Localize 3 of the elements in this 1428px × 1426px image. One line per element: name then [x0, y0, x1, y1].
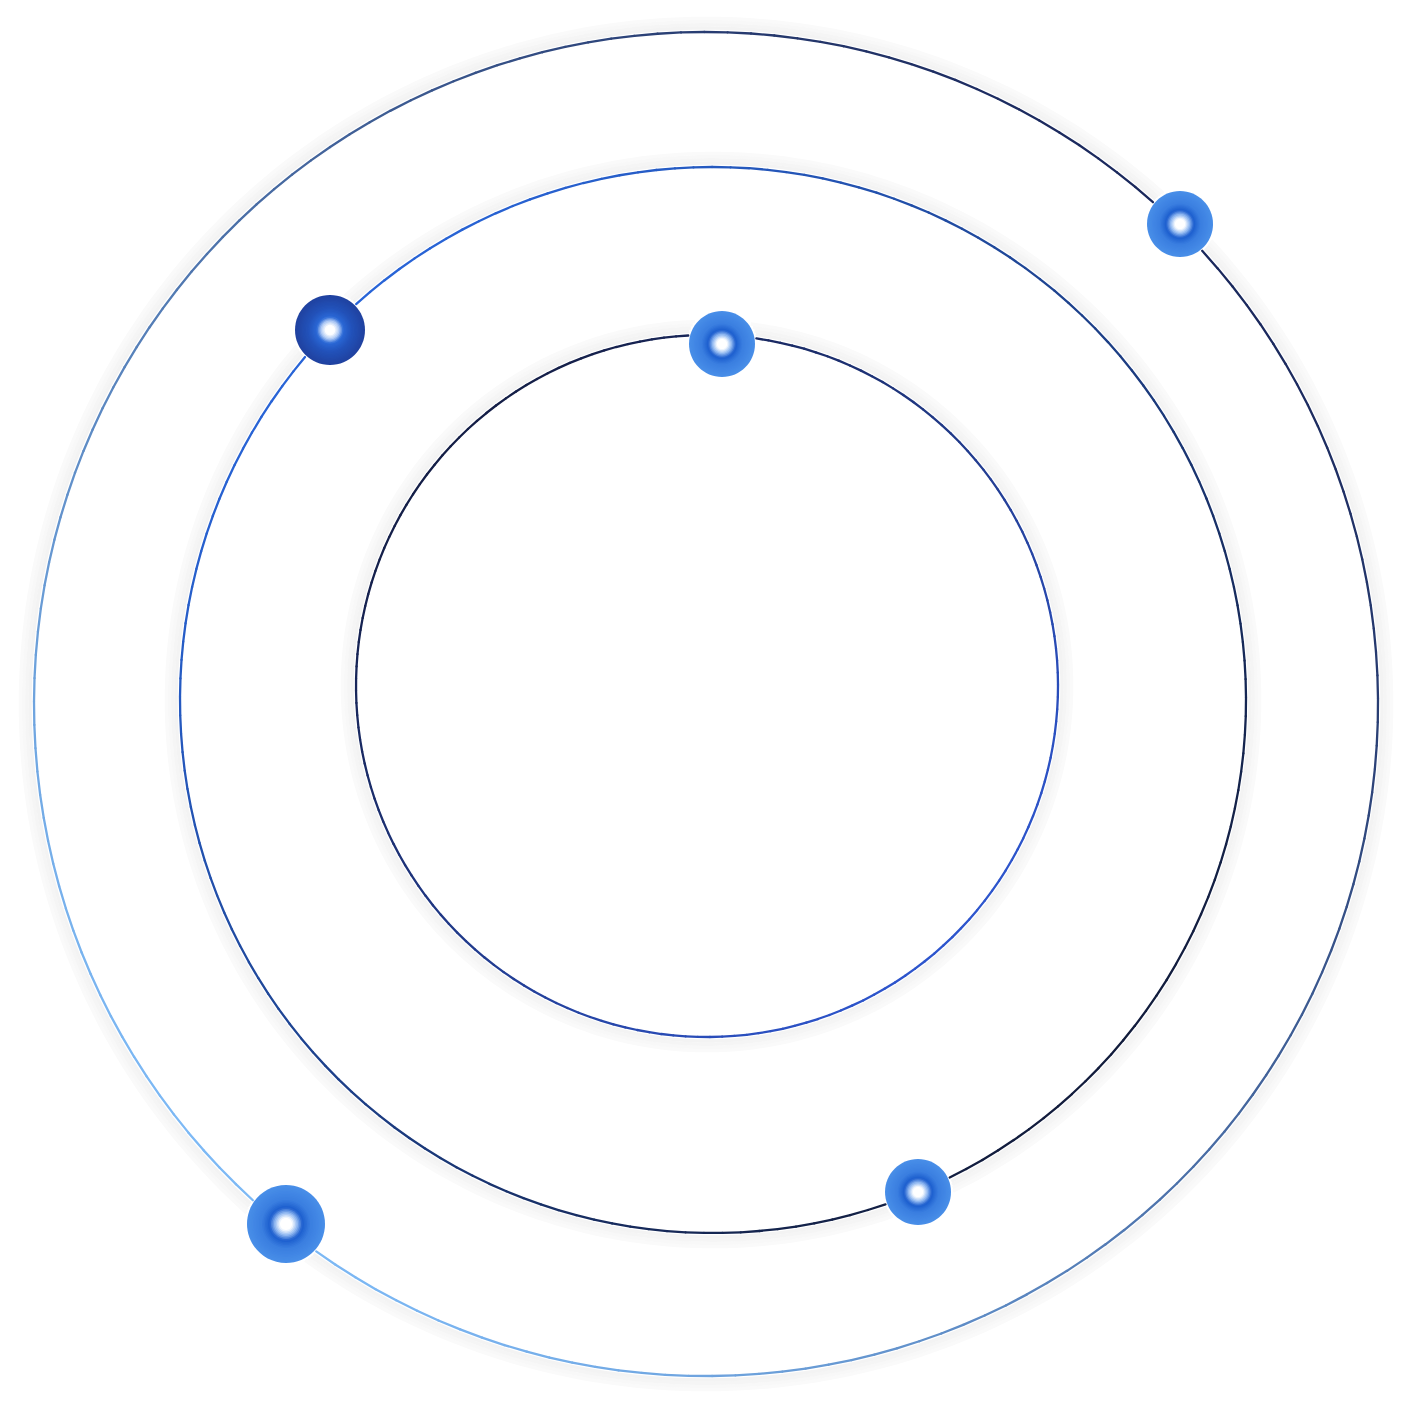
orbit-ring [18, 16, 1394, 1392]
orbit-ring [164, 151, 1262, 1249]
orbit-ring [340, 319, 1074, 1053]
